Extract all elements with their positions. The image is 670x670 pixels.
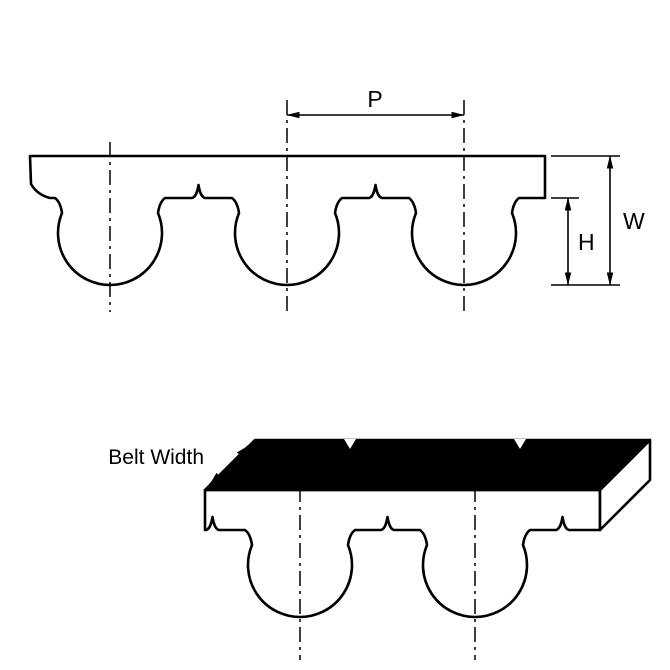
belt-width-callout: Belt Width [108,445,249,485]
pitch-dimension: P [286,86,465,119]
pitch-label: P [367,86,382,112]
height-dimension: H [551,197,595,286]
width-label: W [623,208,645,234]
perspective-view: Belt Width [108,438,652,660]
belt-front-face [203,488,602,619]
height-label: H [578,229,595,255]
width-dimension: W [551,155,645,286]
tooth-groove-notch [344,439,356,449]
belt-top-surface [203,438,652,492]
belt-width-label: Belt Width [108,446,204,469]
tooth-groove-notch [514,439,526,449]
belt-width-arrow [209,445,249,485]
cross-section-view: P W H [28,86,645,312]
